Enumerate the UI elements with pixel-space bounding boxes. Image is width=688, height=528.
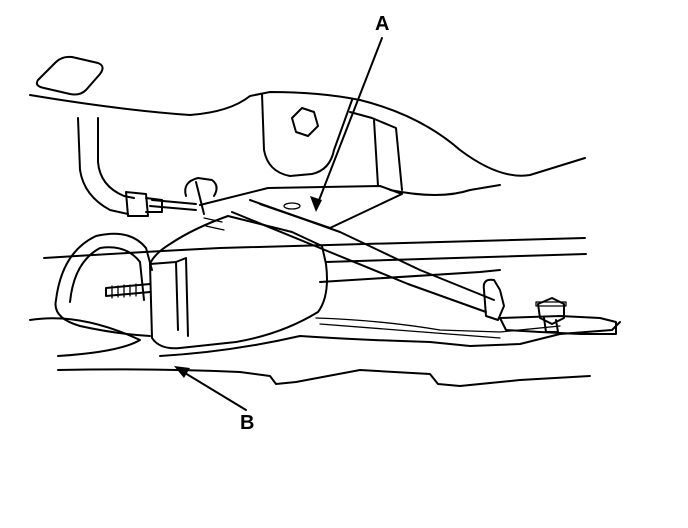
underbody-flange <box>159 321 621 357</box>
floor-panel-lower-edge <box>389 184 501 196</box>
underbody-rib <box>315 317 561 339</box>
callout-b-arrowhead <box>174 366 190 378</box>
callout-a-arrowhead <box>310 196 322 212</box>
threaded-stud <box>105 283 151 297</box>
muffler-body <box>149 215 328 350</box>
strap-top-plate <box>199 185 403 229</box>
frame-rail-bottom <box>319 269 501 283</box>
floor-panel <box>29 91 586 177</box>
muffler-end-inner <box>69 246 145 303</box>
muffler-panel-line <box>149 257 189 337</box>
frame-rail-lower <box>325 253 587 263</box>
muffler-end-cone <box>54 232 153 337</box>
clip <box>149 177 218 215</box>
callout-label-b: B <box>240 412 255 434</box>
rear-bolt <box>537 297 565 333</box>
bracket-hex-hole <box>291 107 319 137</box>
frame-rail-upper <box>43 237 586 259</box>
clip-ribs <box>203 217 225 231</box>
callout-a-leader <box>315 37 383 209</box>
hanger-strap <box>231 199 495 313</box>
rubber-tab <box>35 55 104 96</box>
bracket-right-flange <box>349 111 403 191</box>
underbody-panel <box>29 317 591 387</box>
mount-bracket <box>261 93 353 177</box>
rear-bracket <box>499 315 617 335</box>
hose-clamp <box>125 191 163 217</box>
strap-hole <box>283 202 301 210</box>
callout-label-a: A <box>375 13 390 35</box>
hose <box>77 117 135 215</box>
callout-b-leader <box>179 369 247 411</box>
stud-threads <box>111 283 137 299</box>
rear-hanger <box>482 278 505 321</box>
rear-bolt-washer <box>535 301 567 307</box>
